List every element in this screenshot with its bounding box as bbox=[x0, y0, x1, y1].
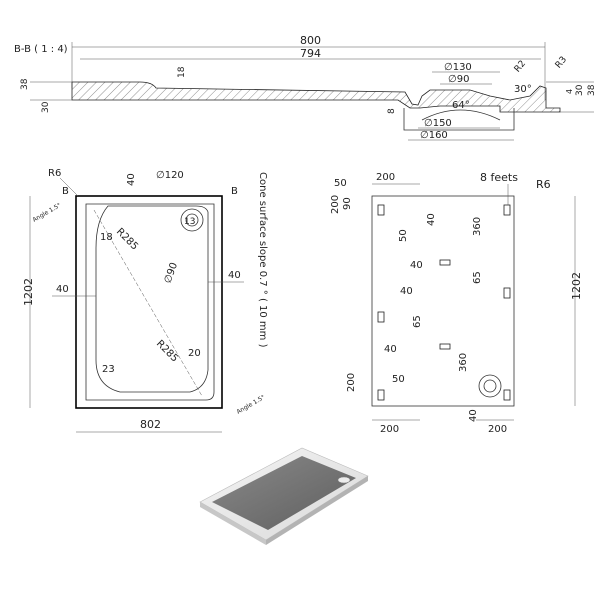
foot-8 bbox=[503, 389, 511, 401]
feet-drain-inner bbox=[483, 379, 497, 393]
leader-r6 bbox=[59, 177, 79, 197]
section-view: B-B ( 1 : 4) 800 794 38 30 18 8 ∅130 ∅90… bbox=[14, 34, 597, 141]
cone-surface bbox=[95, 205, 209, 393]
section-mark-b-right: B bbox=[231, 186, 238, 197]
foot-3 bbox=[439, 259, 451, 266]
foot-2 bbox=[503, 204, 511, 216]
feet-dim-40-b: 40 bbox=[410, 260, 423, 271]
tray-3d-basin bbox=[212, 456, 356, 530]
feet-dim-40-d: 40 bbox=[384, 344, 397, 355]
drain-cavity bbox=[403, 108, 515, 131]
plan-dim-1202: 1202 bbox=[22, 278, 35, 306]
plan-dim-13: 13 bbox=[184, 217, 195, 227]
drain-outer bbox=[180, 208, 204, 232]
plan-dim-40-top: 40 bbox=[126, 173, 137, 186]
plan-angle-top: Angle 1.5° bbox=[32, 202, 63, 224]
tray-3d-drain bbox=[337, 476, 351, 484]
tray-3d-front-edge bbox=[200, 502, 266, 545]
feet-dim-360-a: 360 bbox=[472, 217, 483, 236]
plan-dim-18: 18 bbox=[100, 232, 113, 243]
plan-dim-40-left: 40 bbox=[56, 284, 69, 295]
plan-dim-90: ∅90 bbox=[162, 261, 180, 285]
feet-dim-40-c: 40 bbox=[400, 286, 413, 297]
feet-dim-90: 90 bbox=[342, 197, 353, 210]
plan-radius-285-top: R285 bbox=[114, 226, 140, 252]
dim-8: 8 bbox=[387, 108, 397, 114]
feet-dim-40-bottom: 40 bbox=[468, 409, 479, 422]
plan-dim-23: 23 bbox=[102, 364, 115, 375]
tray-3d-render bbox=[199, 447, 369, 545]
feet-dim-50-a: 50 bbox=[398, 229, 409, 242]
feet-dim-200-top: 200 bbox=[376, 172, 395, 183]
dim-38-left: 38 bbox=[20, 78, 30, 90]
feet-tray-outline bbox=[371, 195, 515, 407]
drain-arc bbox=[421, 109, 501, 121]
foot-4 bbox=[377, 311, 385, 323]
radius-3: R3 bbox=[554, 55, 569, 71]
feet-dim-360-b: 360 bbox=[458, 353, 469, 372]
cone-slope-note: Cone surface slope 0.7 ° ( 10 mm ) bbox=[257, 172, 268, 348]
feet-dim-1202: 1202 bbox=[570, 272, 583, 300]
tray-section-profile bbox=[71, 81, 561, 113]
feet-dim-65-b: 65 bbox=[412, 315, 423, 328]
foot-5 bbox=[503, 287, 511, 299]
plan-dim-120: ∅120 bbox=[156, 170, 184, 181]
plan-angle-bottom: Angle 1.5° bbox=[236, 394, 267, 416]
feet-drain-outer bbox=[478, 374, 502, 398]
feet-dim-200-bottom-left: 200 bbox=[380, 424, 399, 435]
dim-30-left: 30 bbox=[41, 101, 51, 113]
feet-dim-50-top: 50 bbox=[334, 178, 347, 189]
section-title: B-B ( 1 : 4) bbox=[14, 44, 68, 55]
feet-dim-50-b: 50 bbox=[392, 374, 405, 385]
feet-dim-40-a: 40 bbox=[426, 213, 437, 226]
plan-dim-20: 20 bbox=[188, 348, 201, 359]
plan-radius-285-bottom: R285 bbox=[154, 338, 180, 364]
dim-30-right: 30 bbox=[575, 84, 585, 96]
tray-3d-side-edge bbox=[266, 476, 368, 545]
feet-dim-200-bottom-right: 200 bbox=[488, 424, 507, 435]
section-mark-b-left: B bbox=[62, 186, 69, 197]
drain-inner bbox=[185, 213, 199, 227]
foot-7 bbox=[377, 389, 385, 401]
feet-dim-65-a: 65 bbox=[472, 271, 483, 284]
plan-dim-40-right: 40 bbox=[228, 270, 241, 281]
feet-layout-view: 8 feets R6 200 50 200 90 40 50 360 40 65… bbox=[330, 171, 583, 435]
feet-dim-200-left: 200 bbox=[330, 195, 341, 214]
plan-view: R6 B B 40 ∅120 13 R285 18 ∅90 40 40 1202… bbox=[22, 168, 268, 433]
dim-130: ∅130 bbox=[444, 62, 472, 73]
angle-30: 30° bbox=[514, 84, 532, 95]
plan-dim-802: 802 bbox=[140, 418, 161, 431]
angle-64: 64° bbox=[452, 100, 470, 111]
tray-inner-rim bbox=[85, 203, 215, 401]
dim-18: 18 bbox=[177, 66, 187, 78]
dim-150: ∅150 bbox=[424, 118, 452, 129]
foot-1 bbox=[377, 204, 385, 216]
dim-794: 794 bbox=[300, 47, 321, 60]
dim-90: ∅90 bbox=[448, 74, 469, 85]
plan-radius-6: R6 bbox=[48, 168, 61, 179]
tray-outline bbox=[75, 195, 223, 409]
radius-2: R2 bbox=[513, 59, 528, 75]
feet-radius-6: R6 bbox=[536, 178, 551, 191]
feet-count-label: 8 feets bbox=[480, 171, 518, 184]
dim-160: ∅160 bbox=[420, 130, 448, 141]
feet-dim-200-left-2: 200 bbox=[346, 373, 357, 392]
foot-6 bbox=[439, 343, 451, 350]
dim-4: 4 bbox=[565, 89, 574, 94]
dim-38-right: 38 bbox=[587, 84, 597, 96]
dim-800: 800 bbox=[300, 34, 321, 47]
